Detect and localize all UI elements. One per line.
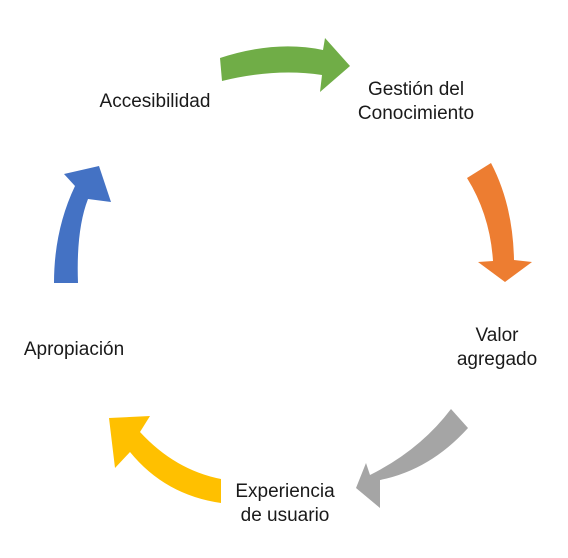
arrow-yellow — [109, 416, 221, 503]
node-experiencia-de-usuario: Experiencia de usuario — [235, 481, 335, 526]
arrow-blue — [54, 166, 111, 283]
node-gestion-del-conocimiento: Gestión del Conocimiento — [357, 79, 475, 124]
arrow-gray — [356, 409, 468, 508]
node-apropiacion: Apropiación — [23, 339, 125, 360]
node-accesibilidad: Accesibilidad — [99, 91, 211, 112]
arrow-orange — [467, 163, 532, 282]
arrow-green — [220, 38, 350, 92]
node-valor-agregado: Valor agregado — [456, 325, 538, 370]
